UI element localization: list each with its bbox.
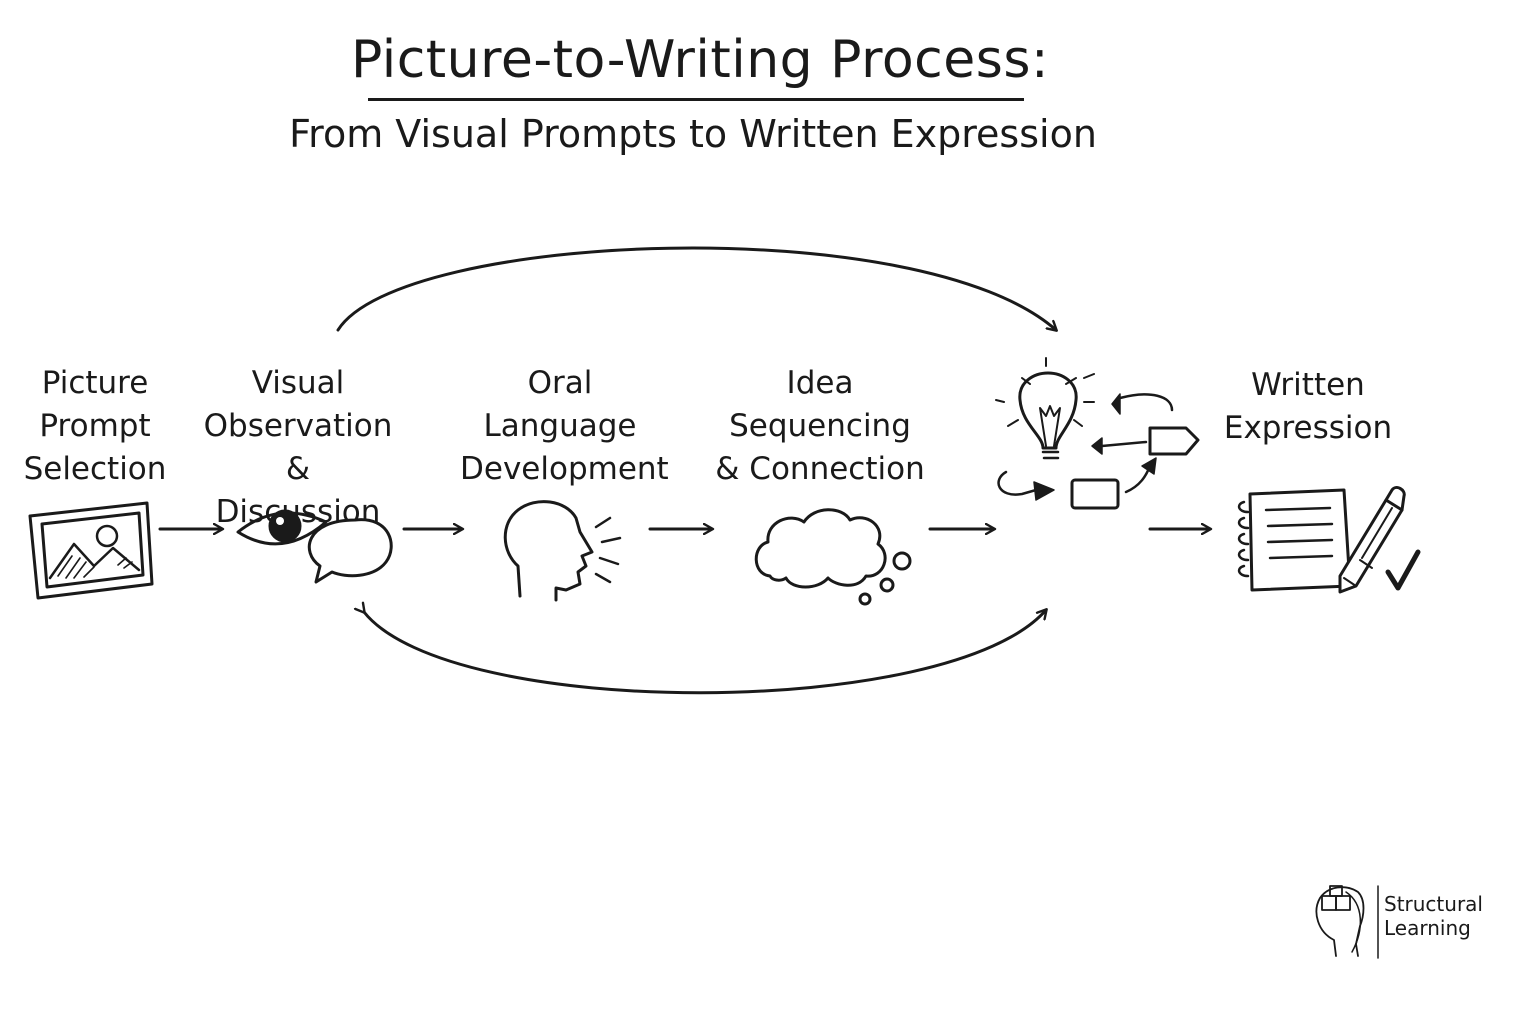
step-label-oral-language: Oral Language Development bbox=[460, 365, 669, 487]
speaking-head-icon bbox=[503, 500, 622, 602]
eye-speech-bubble-icon bbox=[236, 509, 393, 584]
diagram-subtitle: From Visual Prompts to Written Expressio… bbox=[289, 112, 1097, 156]
brand-name: Structural Learning bbox=[1384, 892, 1483, 940]
notebook-pencil-check-icon bbox=[1237, 486, 1421, 594]
thought-cloud-icon bbox=[754, 508, 912, 606]
bottom-feedback-arc bbox=[364, 610, 1046, 695]
head-puzzle-icon bbox=[1315, 885, 1379, 959]
diagram-title: Picture-to-Writing Process: bbox=[351, 30, 1049, 90]
framed-picture-icon bbox=[28, 501, 154, 600]
title-underline bbox=[368, 98, 1024, 101]
step-label-idea-sequencing: Idea Sequencing & Connection bbox=[715, 365, 925, 487]
step-label-written-expression: Written Expression bbox=[1223, 367, 1393, 446]
step-label-picture-prompt: Picture Prompt Selection bbox=[23, 365, 167, 487]
lightbulb-flow-icon bbox=[995, 357, 1200, 510]
top-feedback-arc bbox=[336, 246, 1056, 330]
